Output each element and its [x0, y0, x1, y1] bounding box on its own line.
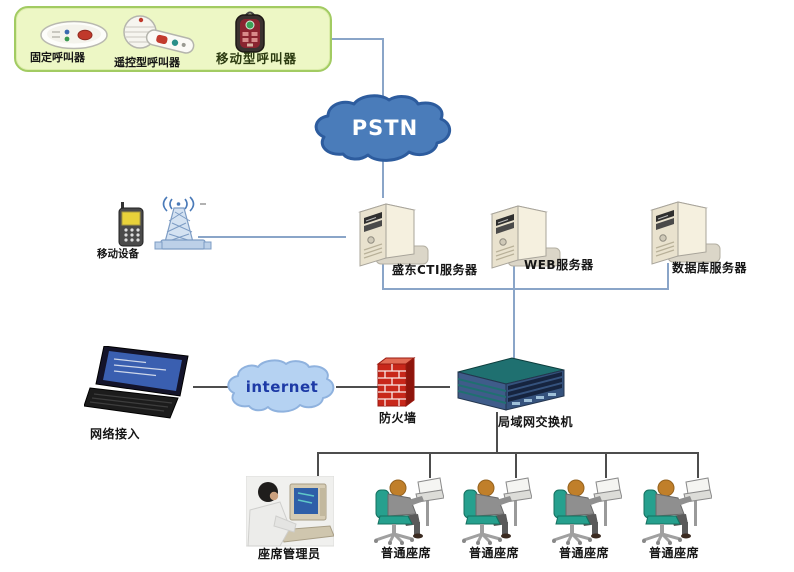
connector-db-to-bus — [667, 263, 669, 288]
laptop-icon — [84, 346, 189, 419]
connector-panel-to-pstn-v — [382, 38, 384, 100]
mobile-pager-icon — [235, 11, 265, 53]
agent-bus-line — [317, 452, 699, 454]
agent-seat-icon — [374, 477, 444, 545]
drop-agent-2 — [515, 452, 517, 478]
cti-server-icon — [358, 203, 429, 267]
pstn-cloud-icon — [314, 94, 451, 162]
mobile-phone-icon — [118, 202, 144, 247]
remote-pager-icon — [123, 15, 195, 54]
internet-cloud-icon — [227, 359, 335, 413]
agent-seat-label: 普通座席 — [469, 546, 520, 560]
agent-seat-icon — [642, 477, 712, 545]
connector-switch-to-agent-bus — [496, 412, 498, 454]
web-server-icon — [490, 205, 561, 269]
caller-device-panel: 固定呼叫器 遥控型呼叫器 移动型呼叫器 — [14, 6, 332, 72]
admin-workstation-label: 座席管理员 — [258, 547, 321, 561]
admin-workstation-icon — [246, 476, 334, 547]
connector-web-to-bus — [513, 259, 515, 288]
pstn-cloud-label: PSTN — [351, 116, 419, 140]
cti-server-label: 盛东CTI服务器 — [392, 263, 478, 277]
mobile-phone-label: 移动设备 — [97, 248, 139, 260]
db-server-icon — [650, 201, 721, 265]
drop-agent-3 — [605, 452, 607, 478]
mobile-pager-label: 移动型呼叫器 — [216, 51, 298, 66]
fixed-pager-icon — [40, 20, 108, 50]
agent-seat-label: 普通座席 — [381, 546, 432, 560]
agent-seat-icon — [462, 477, 532, 545]
connector-pstn-to-cti — [382, 158, 384, 198]
connector-internet-to-firewall — [336, 386, 380, 388]
agent-seat-icon — [552, 477, 622, 545]
connector-cti-to-bus — [382, 262, 384, 290]
fixed-pager-label: 固定呼叫器 — [30, 51, 85, 64]
connector-panel-to-pstn-h — [330, 38, 384, 40]
firewall-icon — [376, 357, 416, 407]
drop-agent-4 — [697, 452, 699, 478]
remote-pager-label: 遥控型呼叫器 — [114, 56, 180, 69]
lan-switch-icon — [457, 357, 565, 411]
antenna-tower-icon — [154, 196, 212, 250]
connector-web-to-switch — [513, 288, 515, 358]
drop-admin — [317, 452, 319, 488]
connector-firewall-to-switch — [414, 386, 450, 388]
firewall-label: 防火墙 — [379, 411, 417, 425]
drop-agent-1 — [429, 452, 431, 478]
lan-switch-label: 局域网交换机 — [498, 415, 574, 429]
web-server-label: WEB服务器 — [524, 258, 594, 272]
agent-seat-label: 普通座席 — [559, 546, 610, 560]
connector-laptop-to-internet — [193, 386, 231, 388]
internet-cloud-label: internet — [245, 378, 319, 396]
laptop-label: 网络接入 — [90, 427, 141, 441]
db-server-label: 数据库服务器 — [672, 261, 748, 275]
agent-seat-label: 普通座席 — [649, 546, 700, 560]
connector-antenna-to-cti — [198, 236, 346, 238]
server-bus-line — [382, 288, 669, 290]
